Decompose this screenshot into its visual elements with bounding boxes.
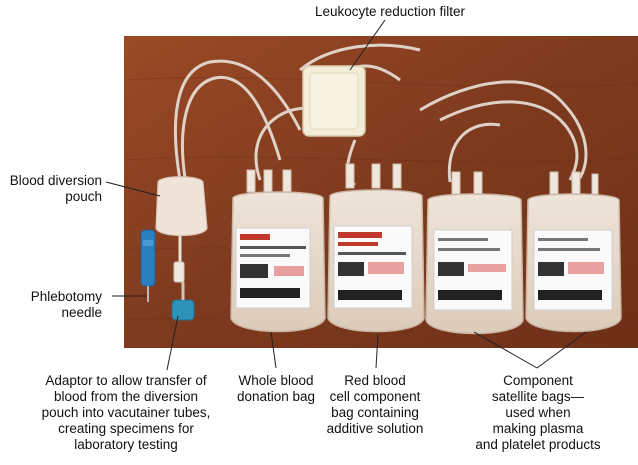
- phlebotomy-needle-shape: [140, 229, 156, 287]
- label-adaptor: Adaptor to allow transfer of blood from …: [41, 373, 211, 452]
- leader-filter: [349, 19, 386, 71]
- satellite-bag-1-shape: [425, 171, 524, 335]
- leader-red-cell: [375, 333, 379, 369]
- diversion-pouch-shape: [155, 176, 208, 237]
- adaptor-shape: [171, 299, 195, 321]
- satellite-bag-2-shape: [525, 171, 622, 333]
- label-leukocyte-filter: Leukocyte reduction filter: [314, 4, 466, 19]
- blood-bags: [230, 163, 622, 335]
- leader-adaptor: [166, 315, 179, 371]
- red-cell-bag-shape: [327, 163, 425, 333]
- whole-blood-bag-shape: [230, 169, 326, 333]
- label-diversion-pouch: Blood diversion pouch: [9, 173, 102, 204]
- leader-diversion-pouch: [105, 181, 161, 197]
- leader-satellite-right: [536, 331, 587, 369]
- leader-satellite-left: [473, 331, 538, 369]
- label-satellite-bags: Component satellite bags— used when maki…: [475, 373, 601, 452]
- leader-whole-blood: [270, 331, 277, 369]
- leader-lines: [105, 19, 587, 371]
- label-red-cell-bag: Red blood cell component bag containing …: [326, 373, 424, 436]
- label-phlebotomy-needle: Phlebotomy needle: [30, 289, 102, 320]
- tubing: [173, 43, 588, 187]
- label-whole-blood-bag: Whole blood donation bag: [236, 373, 316, 404]
